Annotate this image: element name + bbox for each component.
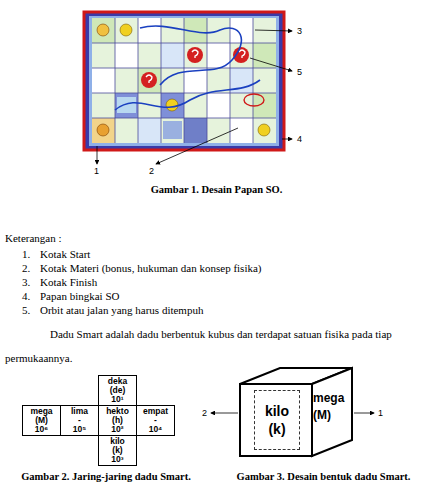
note-heading: Keterangan :: [5, 232, 62, 245]
leader-line: [282, 139, 292, 140]
leader-line: [354, 413, 374, 414]
leader-lines: [97, 30, 292, 164]
face-text: -: [78, 416, 81, 425]
list-item: Kotak Materi (bonus, hukuman dan konsep …: [40, 262, 261, 275]
face-text: 10¹: [111, 395, 123, 404]
callout-number: 5: [297, 67, 302, 77]
picture-cell: [117, 97, 136, 113]
figure-caption: Gambar 3. Desain bentuk dadu Smart.: [214, 470, 433, 483]
dice-face: empat-10⁴: [136, 405, 175, 436]
finish-icon: [97, 24, 109, 36]
face-text: 10³: [111, 455, 123, 464]
board-cell: [92, 118, 115, 143]
smiley-icon: [120, 24, 132, 36]
picture-cell: [163, 121, 182, 139]
face-text: mega: [30, 407, 52, 416]
face-text: 10²: [111, 425, 123, 434]
face-text: mega: [313, 390, 344, 407]
face-text: lima: [71, 407, 88, 416]
dice-cube: [211, 368, 374, 456]
board-cell: [207, 93, 230, 118]
dice-face: mega(M)10⁶: [22, 405, 61, 436]
orbit-path: [140, 26, 241, 85]
orbit-path: [115, 80, 260, 110]
face-text: (de): [110, 386, 126, 395]
board-band: [89, 16, 279, 146]
orbit-loop: [244, 94, 264, 106]
board-cell: [253, 43, 276, 68]
list-number: 2.: [22, 262, 30, 275]
list-item: Papan bingkai SO: [40, 290, 119, 303]
cube-front-face: [240, 384, 312, 456]
board-grid: [92, 18, 276, 143]
face-text: 10⁶: [35, 425, 48, 434]
face-text: deka: [108, 377, 127, 386]
board-cell: [92, 68, 115, 93]
board-cell: [161, 43, 184, 68]
dice-face: kilo(k): [254, 390, 300, 450]
board-cell: [115, 43, 138, 68]
smiley-icon: [166, 99, 178, 111]
cube-side-face: [312, 368, 352, 456]
game-board: [84, 12, 284, 150]
dice-face: mega(M): [313, 388, 351, 438]
callout-number: 3: [297, 26, 302, 36]
callout-number: 1: [378, 408, 383, 418]
face-text: empat: [143, 407, 168, 416]
dice-face: deka(de)10¹: [98, 375, 137, 406]
list-item: Kotak Finish: [40, 276, 97, 289]
callout-number: 2: [202, 408, 207, 418]
face-text: 10⁴: [149, 425, 163, 434]
figure-caption: Gambar 2. Jaring-jaring dadu Smart.: [0, 470, 212, 483]
face-text: hekto: [106, 407, 129, 416]
board-cell: [115, 93, 138, 118]
face-text: kilo: [110, 437, 125, 446]
list-item: Kotak Start: [40, 248, 90, 261]
smiley-icon: [258, 124, 270, 136]
leader-line: [211, 413, 238, 414]
board-cell: [92, 18, 115, 43]
face-text: (k): [112, 446, 122, 455]
leader-line: [156, 128, 238, 164]
board-cell: [138, 18, 161, 43]
face-text: (k): [268, 420, 285, 438]
face-text: kilo: [265, 402, 289, 420]
leader-line: [255, 30, 292, 31]
leader-line: [97, 146, 98, 164]
board-cell: [184, 118, 207, 143]
board-field: [92, 18, 276, 143]
dice-face: kilo(k)10³: [98, 435, 137, 466]
face-text: 10⁵: [73, 425, 86, 434]
start-icon: [97, 124, 109, 136]
paragraph: Dadu Smart adalah dadu berbentuk kubus d…: [5, 322, 428, 370]
dice-face: lima-10⁵: [60, 405, 99, 436]
callout-number: 2: [149, 166, 154, 176]
list-item: Orbit atau jalan yang harus ditempuh: [40, 304, 203, 317]
question-mark-shape: [146, 50, 245, 83]
list-number: 4.: [22, 290, 30, 303]
board-cell: [138, 118, 161, 143]
leader-line: [250, 58, 292, 71]
face-text: (M): [35, 416, 48, 425]
board-cell: [230, 118, 253, 143]
face-text: (M): [313, 407, 331, 424]
list-number: 5.: [22, 304, 30, 317]
face-text: -: [154, 416, 157, 425]
callout-number: 1: [94, 166, 99, 176]
list-number: 1.: [22, 248, 30, 261]
dice-face: hekto(h)10²: [98, 405, 137, 436]
figure-caption: Gambar 1. Desain Papan SO.: [0, 183, 433, 196]
list-number: 3.: [22, 276, 30, 289]
board-frame: [84, 12, 284, 150]
callout-number: 4: [297, 134, 302, 144]
face-text: (h): [112, 416, 123, 425]
